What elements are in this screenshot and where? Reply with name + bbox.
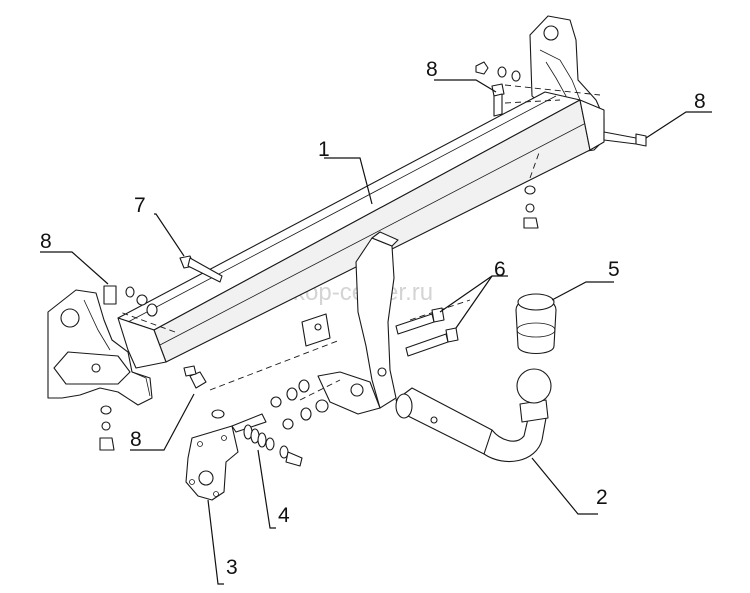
tow-ball-arm [395,368,552,463]
fasteners-top [475,61,521,117]
callout-8-right: 8 [694,90,706,113]
long-bolts [395,307,459,357]
fastener-bottom-left [183,365,207,389]
spring-washer-set [243,424,303,467]
left-mounting-bracket [47,289,153,406]
socket-plate [185,409,267,501]
callout-8-top: 8 [426,58,438,81]
callout-1: 1 [318,138,330,161]
callout-7: 7 [134,194,146,217]
fasteners-right [603,131,647,147]
callouts: 1 2 3 4 5 6 7 8 8 8 8 [40,58,706,579]
callout-8-left: 8 [40,230,52,253]
callout-8-bottom: 8 [130,428,142,451]
main-cross-beam [117,91,605,369]
callout-3: 3 [226,556,238,579]
callout-6: 6 [494,258,506,281]
leader-lines [40,79,712,585]
fasteners-left [103,285,158,317]
receiver-mount-plate [301,231,399,415]
fasteners-under-right [523,185,539,229]
bolt-7 [179,255,223,283]
callout-2: 2 [596,486,608,509]
callout-4: 4 [278,504,290,527]
center-fasteners [270,379,329,430]
fasteners-under-left [99,405,115,451]
callout-5: 5 [608,258,620,281]
ball-cap [515,293,557,355]
